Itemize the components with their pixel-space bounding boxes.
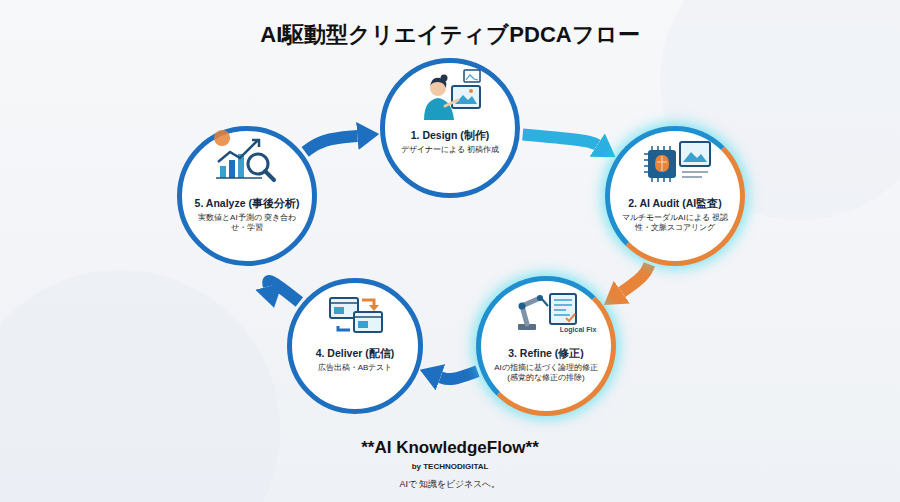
brand-byline: by TECHNODIGITAL [412, 462, 489, 471]
process-circle: 5. Analyze (事後分析) 実数値とAI予測の 突き合わせ・学習 [177, 126, 317, 266]
brand-name: **AI KnowledgeFlow** [361, 438, 539, 458]
process-circle: 1. Design (制作) デザイナーによる 初稿作成 [380, 58, 520, 198]
step-description: AIの指摘に基づく論理的修正 (感覚的な修正の排除) [490, 363, 602, 384]
flow-arrow [622, 264, 650, 292]
flow-arrow [305, 136, 357, 152]
flow-arrow [440, 371, 477, 379]
icon-caption: Logical Fix [560, 326, 597, 333]
deliver-icon [330, 298, 382, 332]
step-heading: 1. Design (制作) [411, 129, 490, 142]
step-description: 広告出稿・ABテスト [318, 363, 393, 373]
process-circle: 4. Deliver (配信) 広告出稿・ABテスト [287, 278, 423, 414]
step-description: デザイナーによる 初稿作成 [401, 145, 499, 155]
flow-arrow [523, 134, 597, 145]
process-circle: 2. AI Audit (AI監査) マルチモーダルAIによる 視認性・文脈スコア… [605, 126, 745, 266]
diagram-title: AI駆動型クリエイティブPDCAフロー [0, 20, 900, 50]
robot-arm-icon [518, 294, 576, 330]
step-description: マルチモーダルAIによる 視認性・文脈スコアリング [619, 213, 731, 234]
step-heading: 3. Refine (修正) [508, 347, 584, 360]
ai-chip-icon [644, 142, 710, 182]
process-circle: 3. Refine (修正) AIの指摘に基づく論理的修正 (感覚的な修正の排除) [476, 276, 616, 416]
analytics-icon [214, 130, 274, 180]
step-heading: 2. AI Audit (AI監査) [628, 197, 722, 210]
step-description: 実数値とAI予測の 突き合わせ・学習 [191, 213, 303, 234]
brand-tagline: AIで 知識をビジネスへ。 [399, 478, 500, 491]
step-heading: 5. Analyze (事後分析) [195, 197, 300, 210]
designer-icon [424, 70, 480, 120]
step-heading: 4. Deliver (配信) [316, 347, 395, 360]
flow-arrow [268, 281, 299, 302]
